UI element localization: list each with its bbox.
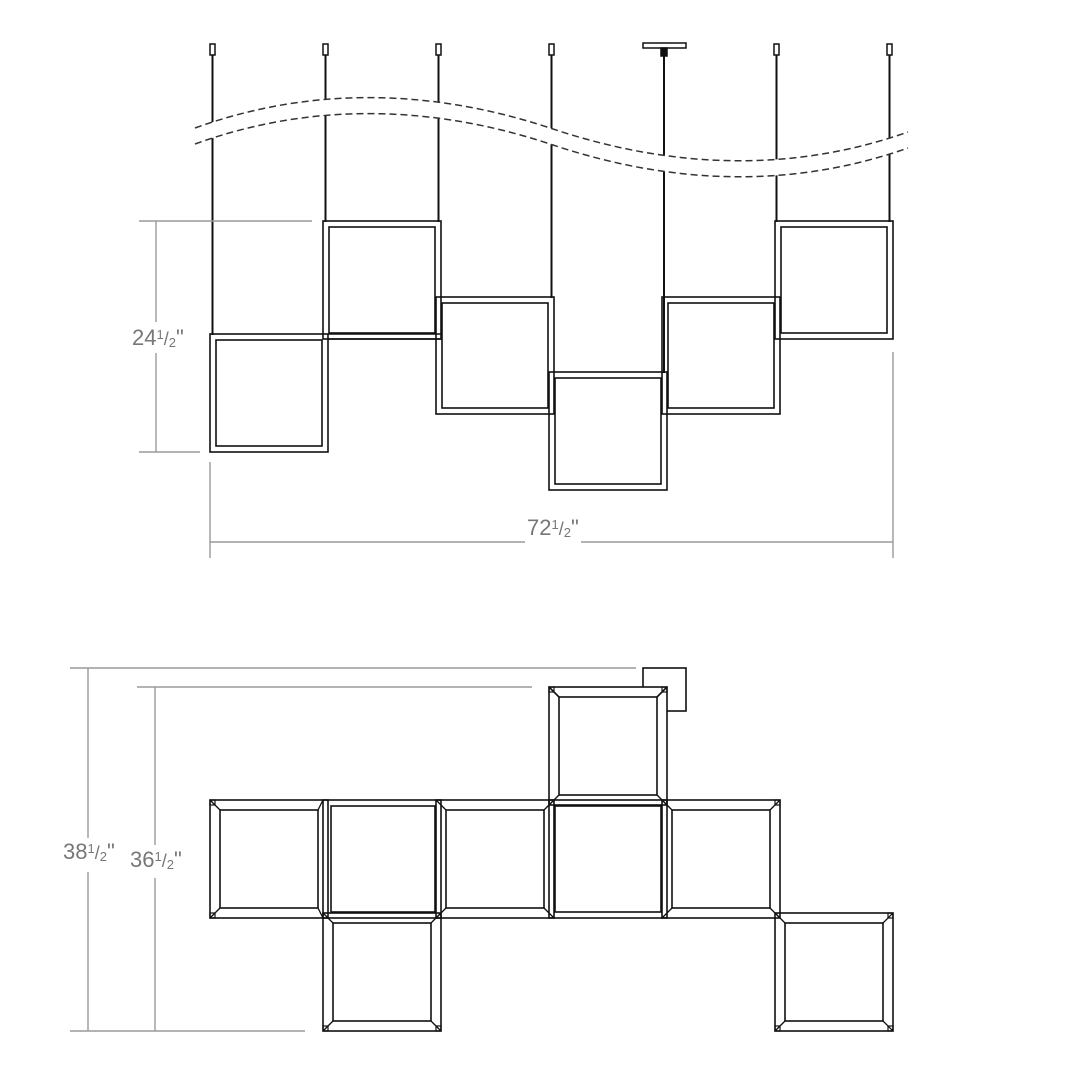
overall-depth-whole: 38 bbox=[63, 839, 88, 864]
fraction-numerator: 1 bbox=[154, 849, 162, 864]
fraction-slash: / bbox=[558, 519, 564, 539]
fraction-numerator: 1 bbox=[87, 841, 95, 856]
height-whole: 24 bbox=[132, 325, 157, 350]
fraction-denominator: 2 bbox=[166, 857, 174, 872]
fraction-numerator: 1 bbox=[156, 327, 164, 342]
fraction-denominator: 2 bbox=[563, 525, 571, 540]
plan-modules bbox=[209, 686, 894, 1032]
fraction-denominator: 2 bbox=[168, 335, 176, 350]
elevation-view bbox=[139, 42, 909, 558]
unit-mark: " bbox=[570, 515, 579, 540]
fraction-slash: / bbox=[94, 843, 100, 863]
elevation-width-label: 721/2" bbox=[525, 516, 581, 543]
break-line-lower bbox=[194, 112, 909, 178]
fraction-numerator: 1 bbox=[551, 517, 559, 532]
elevation-height-label: 241/2" bbox=[130, 326, 186, 353]
fraction-denominator: 2 bbox=[99, 849, 107, 864]
fixture-depth-whole: 36 bbox=[130, 847, 155, 872]
width-whole: 72 bbox=[527, 515, 552, 540]
elevation-modules bbox=[209, 220, 894, 491]
plan-fixture-depth-label: 361/2" bbox=[128, 848, 184, 875]
unit-mark: " bbox=[173, 847, 182, 872]
unit-mark: " bbox=[175, 325, 184, 350]
ceiling-attachments bbox=[209, 42, 893, 57]
fraction-slash: / bbox=[163, 329, 169, 349]
suspension-cables bbox=[211, 55, 891, 373]
plan-view bbox=[70, 667, 894, 1032]
plan-overall-depth-label: 381/2" bbox=[61, 840, 117, 867]
break-line-upper bbox=[194, 96, 909, 162]
unit-mark: " bbox=[106, 839, 115, 864]
fraction-slash: / bbox=[161, 851, 167, 871]
